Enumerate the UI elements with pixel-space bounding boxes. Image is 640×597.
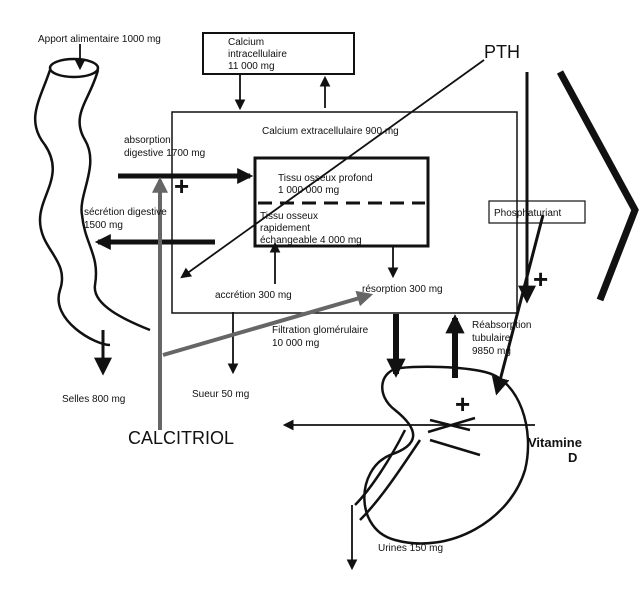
filtration-label-2: 10 000 mg [272, 338, 319, 349]
tissu-profond-label-1: Tissu osseux profond [278, 173, 373, 184]
absorption-label-2: digestive 1700 mg [124, 148, 205, 159]
pth-label: PTH [484, 42, 520, 62]
calcium-extra-label: Calcium extracellulaire 900 mg [262, 126, 399, 137]
reabsorption-label-2: tubulaire [472, 333, 511, 344]
secretion-label-1: sécrétion digestive [84, 207, 167, 218]
chevron-shape [556, 70, 639, 302]
plus-sign-kidney: + [455, 389, 470, 419]
calcium-extra-box [171, 111, 518, 314]
thin-arrows [74, 44, 535, 571]
calcium-intra-label-2: intracellulaire [228, 49, 287, 60]
accretion-label: accrétion 300 mg [215, 290, 292, 301]
vitamine-label-1: Vitamine [528, 435, 582, 450]
urines-label: Urines 150 mg [378, 543, 443, 554]
tissu-rapide-label-3: échangeable 4 000 mg [260, 235, 362, 246]
vitamine-label-2: D [568, 450, 577, 465]
plus-sign-absorption: + [174, 171, 189, 201]
tissu-rapide-label-2: rapidement [260, 223, 310, 234]
resorption-label: résorption 300 mg [362, 284, 443, 295]
filtration-label-1: Filtration glomérulaire [272, 325, 369, 336]
kidney-shape [354, 365, 530, 545]
thick-arrows [94, 70, 639, 396]
intestine-shape [33, 57, 151, 347]
tissu-profond-label-2: 1 000 000 mg [278, 185, 339, 196]
calcium-intra-label-3: 11 000 mg [228, 61, 275, 72]
arrow-pth-kidney [491, 214, 545, 396]
phosphaturiant-box [488, 200, 586, 224]
reabsorption-label-3: 9850 mg [472, 346, 511, 357]
phosphaturiant-label: Phosphaturiant [494, 208, 561, 219]
selles-label: Selles 800 mg [62, 394, 125, 405]
absorption-label-1: absorption [124, 135, 171, 146]
calcium-intra-label-1: Calcium [228, 37, 264, 48]
sueur-label: Sueur 50 mg [192, 389, 249, 400]
arrow-pth-to-extra [180, 59, 485, 279]
bone-tissue-box [253, 156, 430, 248]
arrow-calcitriol-bone [162, 290, 374, 357]
plus-sign-pth: + [533, 264, 548, 294]
calcitriol-arrows [152, 176, 374, 430]
secretion-label-2: 1500 mg [84, 220, 123, 231]
apport-label: Apport alimentaire 1000 mg [38, 34, 161, 45]
calcium-intra-box [202, 32, 355, 75]
reabsorption-label-1: Réabsorption [472, 320, 531, 331]
tissu-rapide-label-1: Tissu osseux [260, 211, 318, 222]
calcitriol-label: CALCITRIOL [128, 428, 234, 448]
